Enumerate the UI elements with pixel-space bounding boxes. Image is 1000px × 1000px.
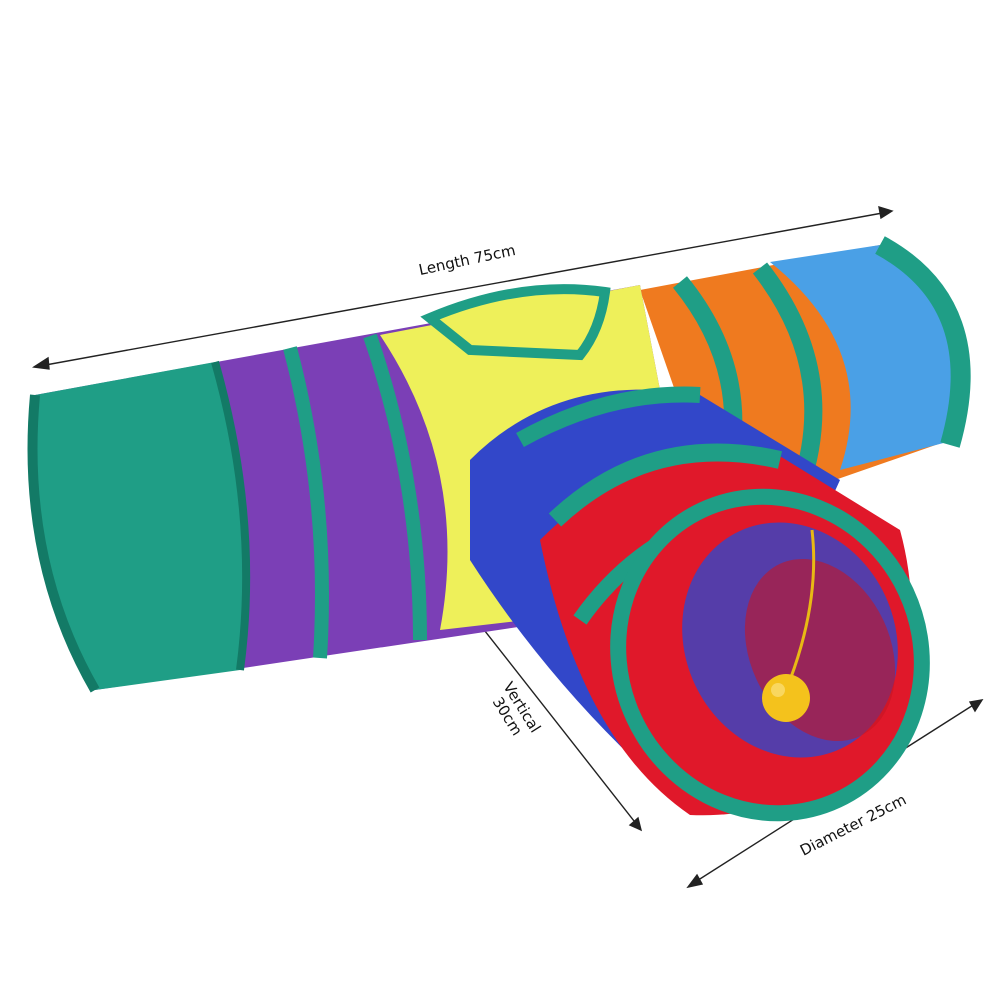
top-opening	[420, 284, 611, 361]
red-opening	[610, 488, 930, 822]
length-arrow	[32, 205, 894, 370]
ball-toy	[762, 529, 816, 722]
